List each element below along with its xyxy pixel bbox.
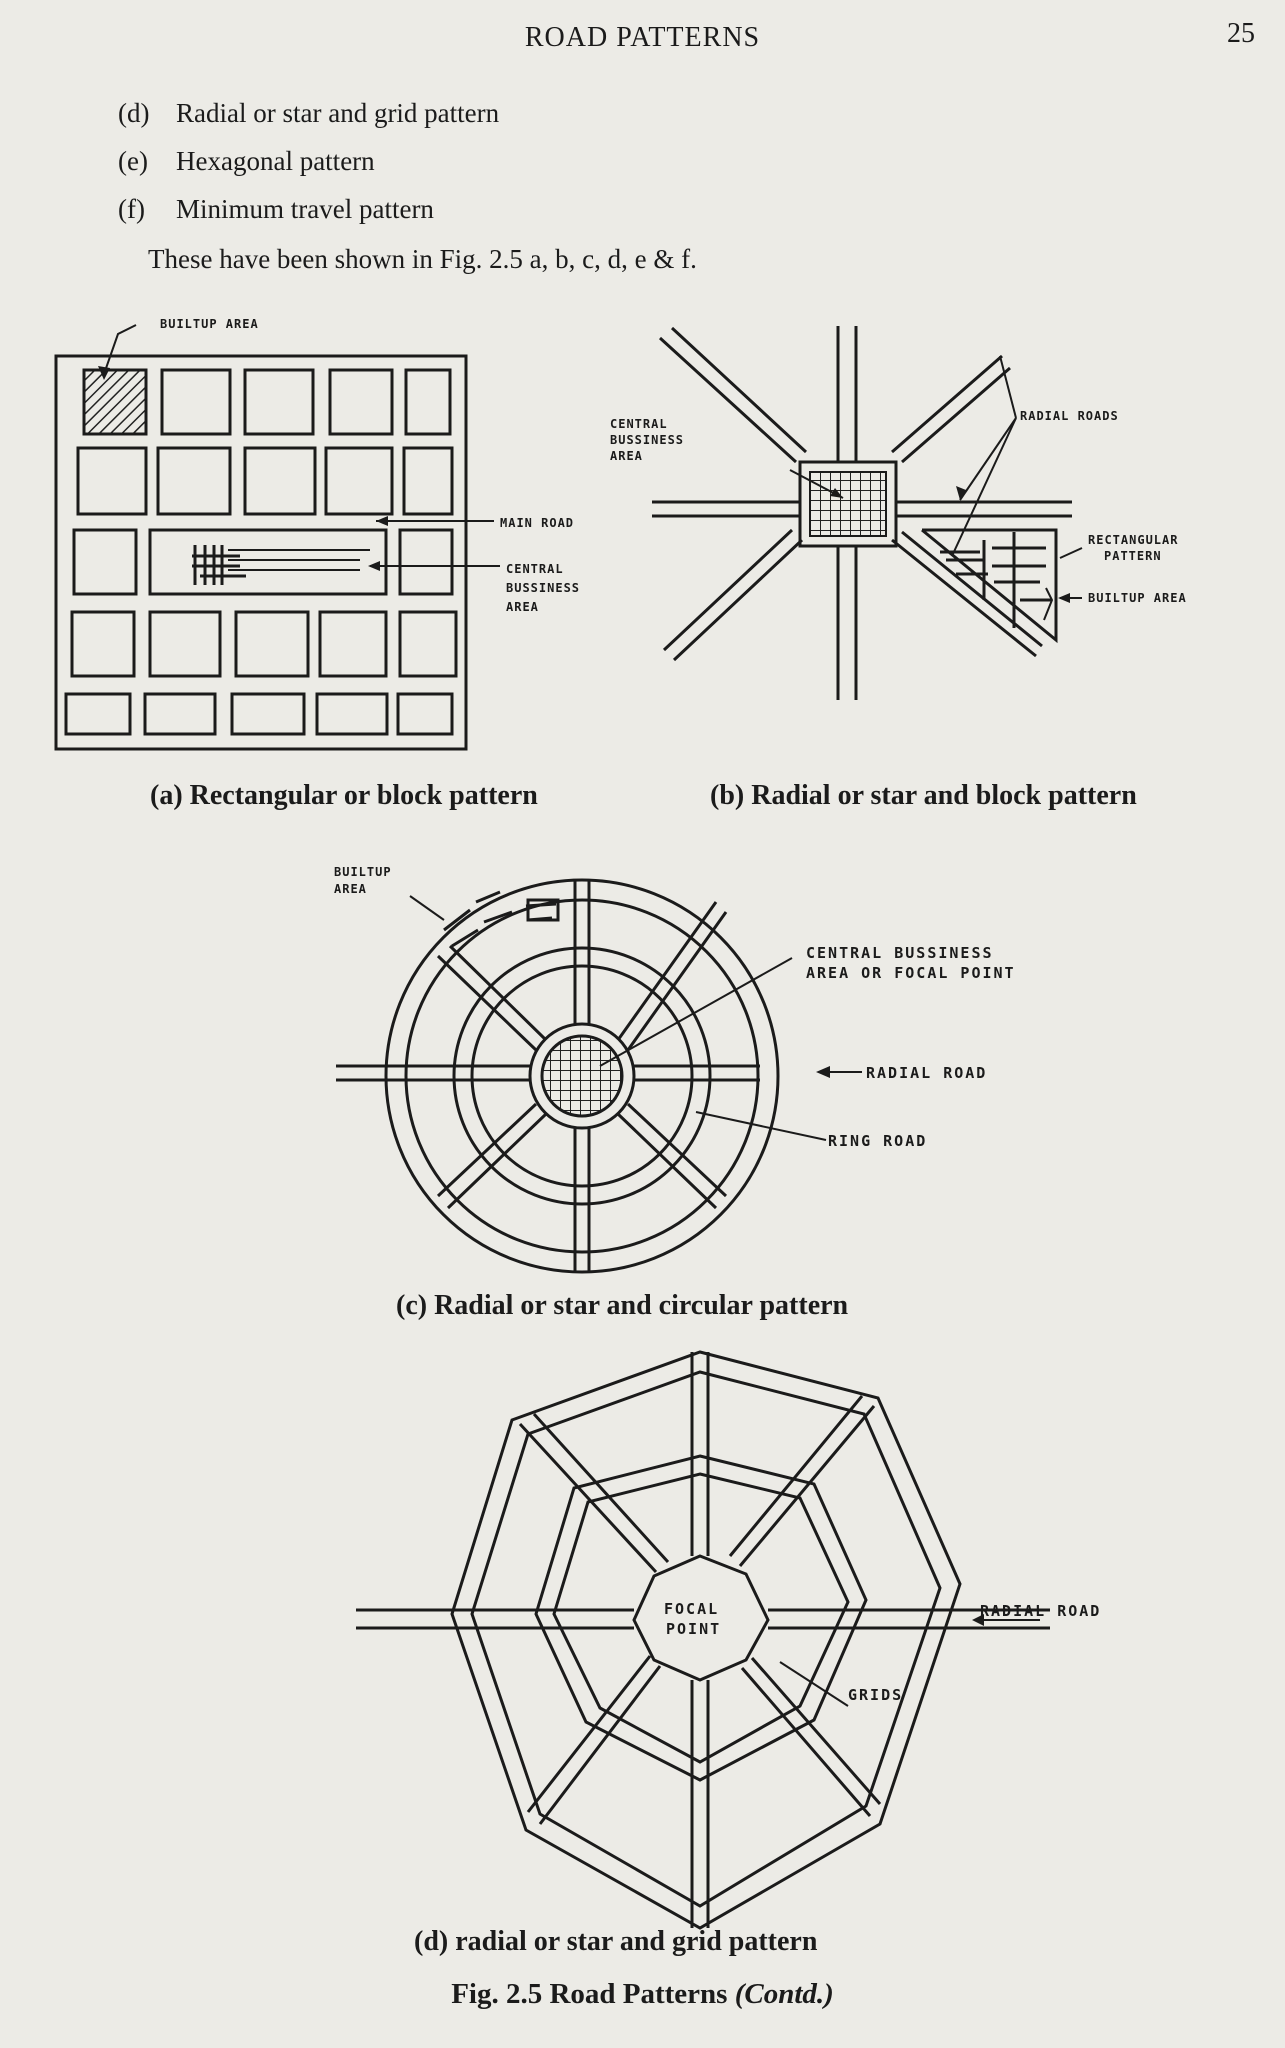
label-cbd-b-line2: BUSSINESS — [610, 433, 684, 447]
label-radial-road-c: RADIAL ROAD — [866, 1064, 987, 1082]
label-grids: GRIDS — [848, 1686, 903, 1704]
label-cbd-b-line3: AREA — [610, 449, 643, 463]
label-builtup-area-b: BUILTUP AREA — [1088, 591, 1187, 605]
figure-c-diagram — [336, 878, 862, 1274]
list-marker: (f) — [118, 194, 145, 224]
figure-b-arrows — [830, 486, 1070, 603]
label-builtup-area: BUILTUP AREA — [160, 317, 259, 331]
caption-figure-d: (d) radial or star and grid pattern — [414, 1926, 818, 1957]
list-item-e: (e) Hexagonal pattern — [118, 146, 375, 177]
label-rect-line1: RECTANGULAR — [1088, 533, 1178, 547]
figure-a-arrows — [98, 366, 388, 571]
list-marker: (e) — [118, 146, 148, 176]
figure-c-arrows — [816, 1066, 830, 1078]
list-item-d: (d) Radial or star and grid pattern — [118, 98, 499, 129]
label-builtup-c-line1: BUILTUP — [334, 865, 392, 879]
figure-a-diagram — [54, 324, 500, 751]
label-cbd-c-line1: CENTRAL BUSSINESS — [806, 944, 994, 962]
figure-d-arrows — [972, 1614, 984, 1626]
figure-caption: Fig. 2.5 Road Patterns (Contd.) — [0, 1978, 1285, 2011]
label-focal-line2: POINT — [666, 1620, 721, 1638]
label-rect-line2: PATTERN — [1104, 549, 1162, 563]
label-radial-roads: RADIAL ROADS — [1020, 409, 1119, 423]
label-main-road: MAIN ROAD — [500, 516, 574, 530]
running-head: ROAD PATTERNS — [524, 22, 761, 53]
label-focal-line1: FOCAL — [664, 1600, 719, 1618]
caption-figure-c: (c) Radial or star and circular pattern — [396, 1290, 849, 1321]
label-cbd-line1: CENTRAL — [506, 562, 564, 576]
list-text: Radial or star and grid pattern — [176, 98, 500, 128]
caption-figure-b: (b) Radial or star and block pattern — [710, 780, 1137, 811]
label-cbd-c-line2: AREA OR FOCAL POINT — [806, 964, 1016, 982]
figure-caption-contd: (Contd.) — [734, 1978, 834, 2010]
label-cbd-line3: AREA — [506, 600, 539, 614]
label-radial-road-d: RADIAL ROAD — [980, 1602, 1101, 1620]
figure-b-diagram — [652, 326, 1083, 700]
label-builtup-c-line2: AREA — [334, 882, 367, 896]
label-cbd-line2: BUSSINESS — [506, 581, 580, 595]
page-number: 25 — [1227, 18, 1255, 49]
list-marker: (d) — [118, 98, 150, 128]
figure-d-diagram — [356, 1350, 1050, 1930]
label-cbd-b-line1: CENTRAL — [610, 417, 668, 431]
intro-paragraph: These have been shown in Fig. 2.5 a, b, … — [148, 244, 697, 274]
label-ring-road: RING ROAD — [828, 1132, 927, 1150]
list-item-f: (f) Minimum travel pattern — [118, 194, 434, 225]
list-text: Minimum travel pattern — [176, 194, 434, 224]
list-text: Hexagonal pattern — [176, 146, 375, 176]
figure-caption-main: Fig. 2.5 Road Patterns — [451, 1978, 728, 2010]
caption-figure-a: (a) Rectangular or block pattern — [150, 780, 538, 811]
